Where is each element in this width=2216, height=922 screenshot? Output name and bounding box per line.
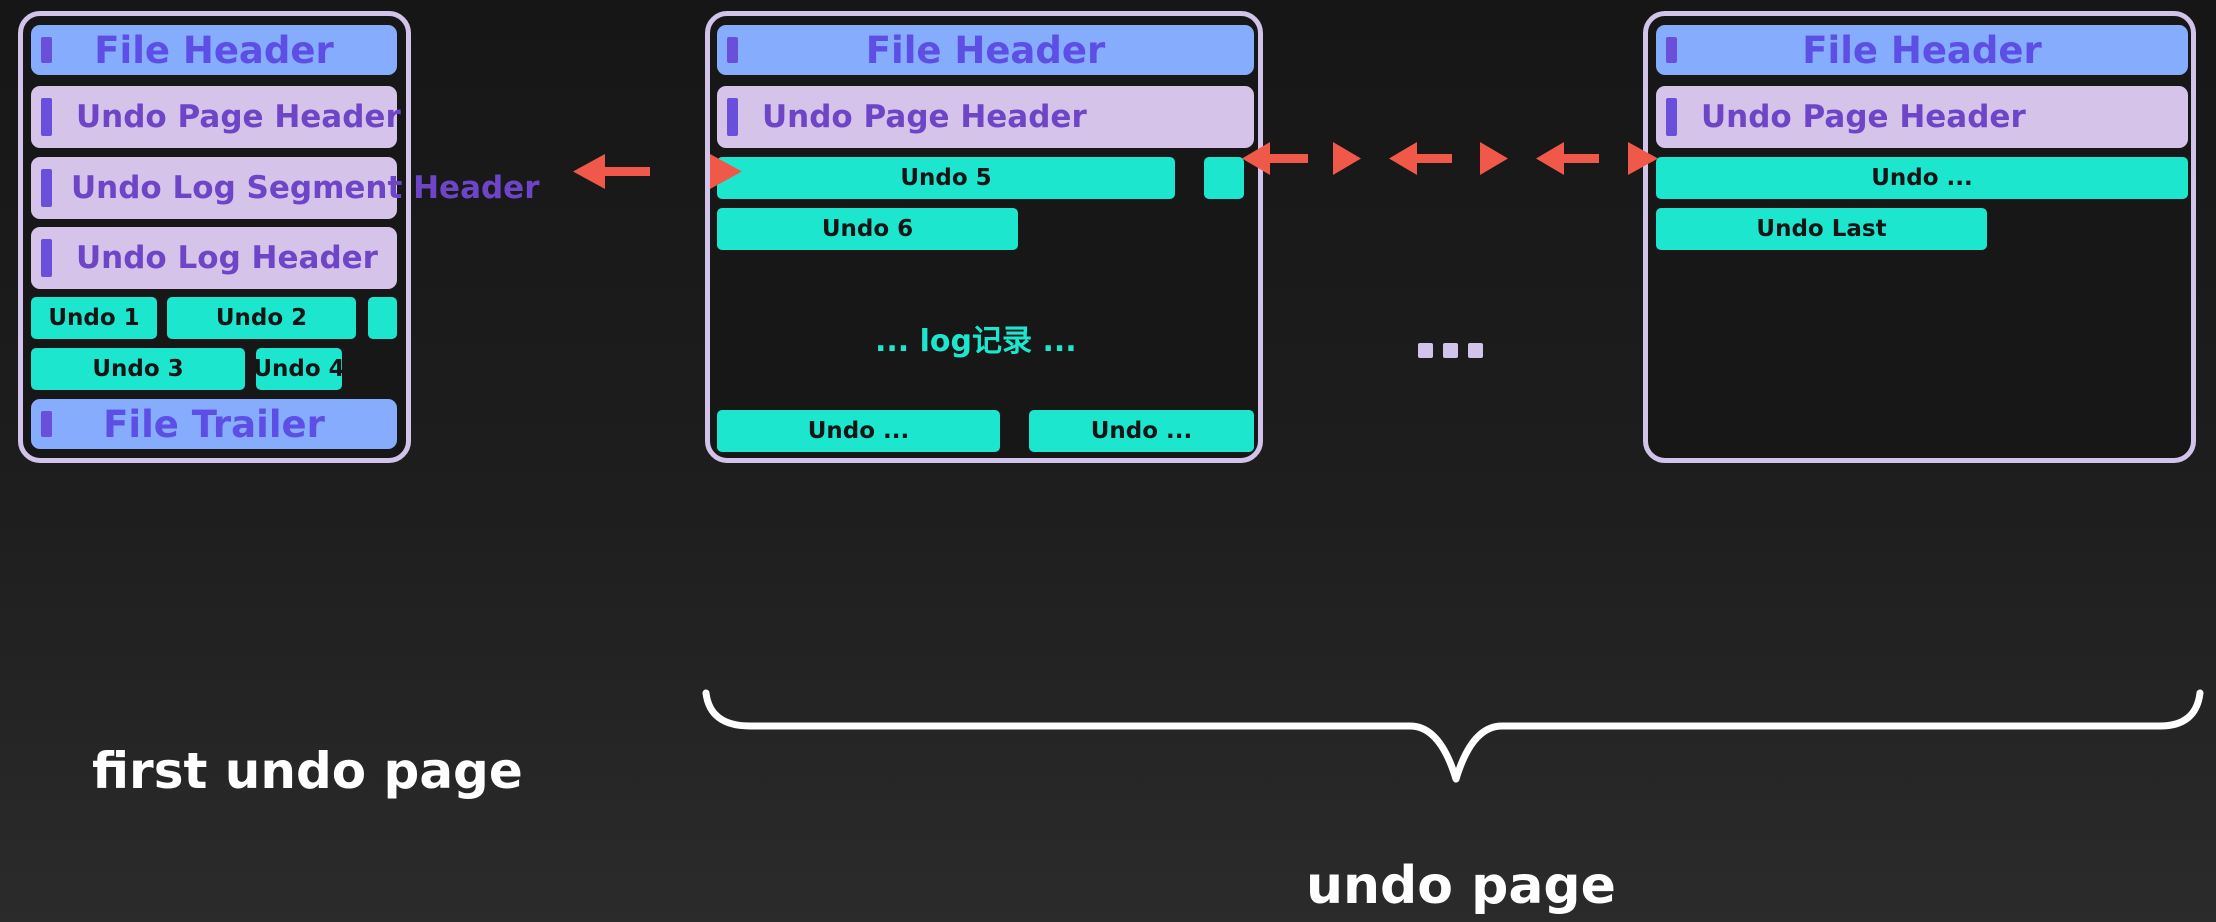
undo-page-header-label: Undo Page Header [1701, 99, 2026, 135]
file-header-block: File Header [717, 25, 1254, 75]
last-undo-page: File Header Undo Page Header Undo ... Un… [1643, 11, 2196, 463]
block-marker [41, 411, 52, 437]
undo-record-last: Undo Last [1656, 208, 1987, 250]
undo-record-more: Undo ... [1656, 157, 2188, 199]
undo-record-label: Undo 2 [215, 305, 308, 331]
undo-record-label: Undo 5 [900, 165, 992, 191]
block-marker [41, 98, 52, 136]
undo-record-b: Undo ... [1029, 410, 1254, 452]
undo-page-header-block: Undo Page Header [717, 86, 1254, 148]
undo-record-4: Undo 4 [253, 348, 345, 390]
block-marker [727, 37, 738, 63]
file-trailer-block: File Trailer [31, 399, 397, 449]
block-marker [1666, 98, 1677, 136]
block-marker [41, 169, 52, 207]
undo-record-label: Undo 3 [92, 356, 184, 382]
undo-page-header-label: Undo Page Header [762, 99, 1087, 135]
block-marker [1666, 37, 1677, 63]
file-header-label: File Header [94, 28, 334, 72]
first-undo-page: File Header Undo Page Header Undo Log Se… [18, 11, 540, 463]
undo-record-partial [1204, 157, 1244, 199]
file-header-label: File Header [865, 28, 1106, 72]
undo-page-header-label: Undo Page Header [76, 99, 401, 135]
middle-undo-page: File Header Undo Page Header Undo 5 Undo… [705, 11, 1263, 463]
undo-record-label: Undo 6 [821, 216, 914, 242]
double-arrow-icon [1536, 142, 1658, 175]
undo-log-header-block: Undo Log Header [31, 227, 397, 289]
undo-record-label: Undo ... [1090, 418, 1193, 444]
file-trailer-label: File Trailer [103, 402, 325, 446]
undo-log-segment-header-block: Undo Log Segment Header [31, 157, 540, 219]
first-undo-page-caption: first undo page [92, 742, 523, 800]
block-marker [727, 98, 738, 136]
undo-record-1: Undo 1 [31, 297, 157, 339]
undo-record-5: Undo 5 [717, 157, 1175, 199]
double-arrow-icon [1389, 142, 1508, 175]
undo-page-header-block: Undo Page Header [31, 86, 401, 148]
undo-record-a: Undo ... [717, 410, 1000, 452]
undo-record-label: Undo ... [1871, 165, 1973, 191]
undo-record-partial [368, 297, 397, 339]
undo-record-2: Undo 2 [167, 297, 356, 339]
undo-record-3: Undo 3 [31, 348, 245, 390]
undo-record-label: Undo 4 [253, 356, 345, 382]
undo-page-caption: undo page [1306, 856, 1616, 916]
double-arrow-icon [573, 154, 742, 189]
undo-record-label: Undo ... [807, 418, 910, 444]
log-records-ellipsis: ... log记录 ... [875, 324, 1077, 359]
undo-log-header-label: Undo Log Header [76, 240, 378, 276]
curly-brace-icon [702, 689, 2204, 783]
block-marker [41, 37, 52, 63]
undo-page-header-block: Undo Page Header [1656, 86, 2188, 148]
ellipsis-icon [1418, 343, 1483, 358]
block-marker [41, 239, 52, 277]
undo-record-label: Undo 1 [48, 305, 140, 331]
file-header-block: File Header [31, 25, 397, 75]
file-header-label: File Header [1802, 28, 2042, 72]
undo-log-segment-header-label: Undo Log Segment Header [71, 170, 540, 206]
undo-record-6: Undo 6 [717, 208, 1018, 250]
file-header-block: File Header [1656, 25, 2188, 75]
double-arrow-icon [1242, 142, 1361, 175]
undo-record-label: Undo Last [1756, 216, 1887, 242]
